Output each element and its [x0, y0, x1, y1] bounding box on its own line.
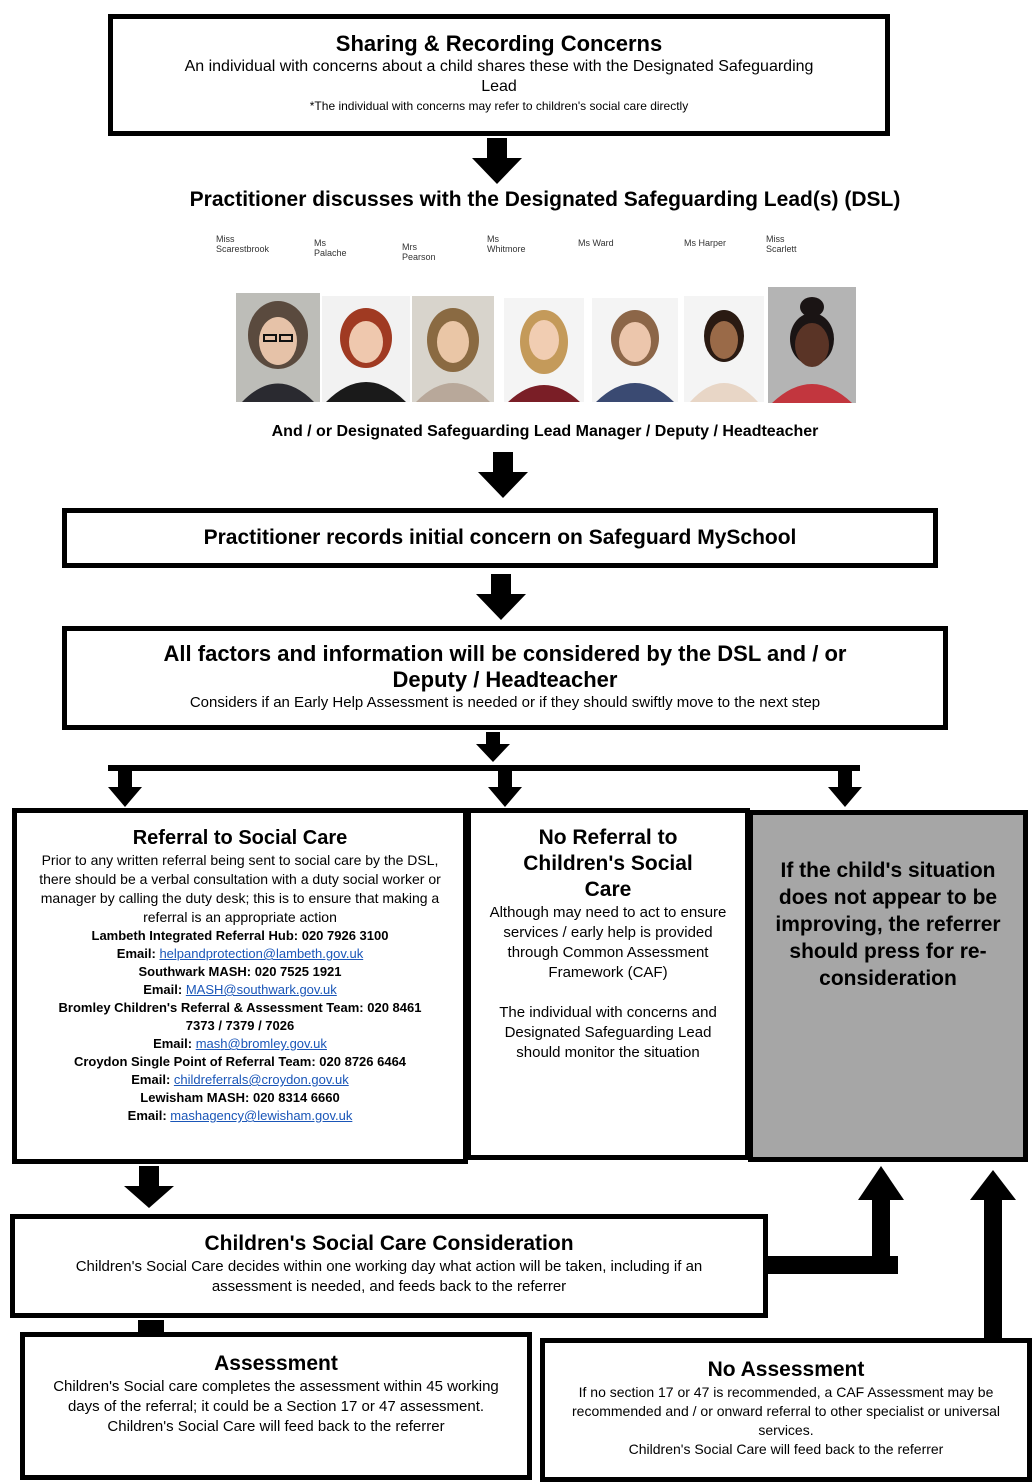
lambeth-email-link[interactable]: helpandprotection@lambeth.gov.uk: [159, 946, 364, 961]
down-arrow-2: [478, 452, 528, 498]
factors-title: All factors and information will be cons…: [163, 641, 847, 692]
branch-arrow-middle: [488, 765, 522, 807]
dsl-photo-4: [504, 298, 584, 402]
dsl-heading: Practitioner discusses with the Designat…: [189, 188, 901, 211]
dsl-name-7-line2: Scarlett: [766, 244, 797, 254]
sharing-concerns-title: Sharing & Recording Concerns: [335, 31, 663, 56]
reconsideration-box: If the child's situation does not appear…: [748, 810, 1028, 1162]
southwark-email-row: Email: MASH@southwark.gov.uk: [31, 981, 449, 999]
dsl-photo-5: [592, 298, 678, 402]
reconsideration-text: If the child's situation does not appear…: [775, 859, 1001, 990]
dsl-name-3-line2: Pearson: [402, 252, 436, 262]
no-assessment-title: No Assessment: [707, 1358, 865, 1381]
up-arrow-reconsider-1: [858, 1166, 904, 1200]
factors-box: All factors and information will be cons…: [62, 626, 948, 730]
no-assessment-box: No Assessment If no section 17 or 47 is …: [540, 1338, 1032, 1482]
croydon-contact: Croydon Single Point of Referral Team: 0…: [73, 1054, 407, 1069]
no-referral-body1: Although may need to act to ensure servi…: [489, 904, 727, 981]
no-referral-body2: The individual with concerns and Designa…: [499, 1004, 717, 1061]
down-arrow-3: [476, 574, 526, 620]
dsl-name-6-line1: Ms Harper: [684, 238, 727, 248]
no-referral-box: No Referral to Children's Social Care Al…: [466, 808, 750, 1160]
down-arrow-referral: [124, 1166, 174, 1208]
email-label: Email:: [153, 1036, 193, 1051]
referral-social-care-box: Referral to Social Care Prior to any wri…: [12, 808, 468, 1164]
down-arrow-1: [472, 138, 522, 184]
dsl-photo-6: [684, 296, 764, 402]
branch-arrow-left: [108, 765, 142, 807]
up-arrow-reconsider-2: [970, 1170, 1016, 1200]
bromley-email-row: Email: mash@bromley.gov.uk: [31, 1035, 449, 1053]
dsl-name-1-line2: Scarestbrook: [216, 244, 270, 254]
assessment-title: Assessment: [214, 1352, 338, 1375]
csc-to-reconsider-line-h: [766, 1256, 898, 1274]
branch-line: [108, 765, 860, 771]
factors-body: Considers if an Early Help Assessment is…: [189, 694, 821, 711]
csc-consideration-body: Children's Social Care decides within on…: [75, 1258, 703, 1295]
no-referral-title: No Referral to Children's Social Care: [523, 826, 693, 901]
dsl-name-1-line1: Miss: [216, 234, 235, 244]
dsl-name-4-line2: Whitmore: [487, 244, 526, 254]
dsl-name-6: Ms Harper: [684, 238, 726, 248]
email-label: Email:: [116, 946, 156, 961]
lewisham-email-link[interactable]: mashagency@lewisham.gov.uk: [170, 1108, 353, 1123]
bromley-contact: Bromley Children's Referral & Assessment…: [58, 1000, 422, 1033]
lambeth-email-row: Email: helpandprotection@lambeth.gov.uk: [31, 945, 449, 963]
dsl-name-7-line1: Miss: [766, 234, 785, 244]
lewisham-contact: Lewisham MASH: 020 8314 6660: [140, 1090, 340, 1105]
noassessment-to-reconsider-line: [984, 1196, 1002, 1340]
csc-consideration-box: Children's Social Care Consideration Chi…: [10, 1214, 768, 1318]
sharing-concerns-text: An individual with concerns about a chil…: [184, 58, 814, 95]
croydon-email-row: Email: childreferrals@croydon.gov.uk: [31, 1071, 449, 1089]
croydon-email-link[interactable]: childreferrals@croydon.gov.uk: [173, 1072, 349, 1087]
dsl-photo-7: [768, 287, 856, 403]
email-label: Email:: [143, 982, 183, 997]
assessment-body: Children's Social care completes the ass…: [53, 1378, 499, 1415]
assessment-feedback: Children's Social Care will feed back to…: [107, 1418, 445, 1435]
csc-consideration-title: Children's Social Care Consideration: [204, 1232, 574, 1255]
no-assessment-feedback: Children's Social Care will feed back to…: [628, 1441, 944, 1457]
lewisham-email-row: Email: mashagency@lewisham.gov.uk: [31, 1107, 449, 1125]
dsl-name-3-line1: Mrs: [402, 242, 417, 252]
referral-intro: Prior to any written referral being sent…: [39, 852, 441, 925]
southwark-email-link[interactable]: MASH@southwark.gov.uk: [185, 982, 337, 997]
bromley-email-link[interactable]: mash@bromley.gov.uk: [195, 1036, 327, 1051]
down-arrow-4: [476, 732, 510, 762]
records-concern-title: Practitioner records initial concern on …: [203, 526, 797, 549]
sharing-concerns-note: *The individual with concerns may refer …: [309, 99, 689, 113]
dsl-photo-3: [412, 296, 494, 402]
southwark-contact: Southwark MASH: 020 7525 1921: [138, 964, 342, 979]
dsl-name-4-line1: Ms: [487, 234, 499, 244]
lambeth-contact: Lambeth Integrated Referral Hub: 020 792…: [91, 928, 389, 943]
email-label: Email:: [131, 1072, 171, 1087]
no-assessment-body: If no section 17 or 47 is recommended, a…: [572, 1384, 1000, 1438]
dsl-photo-2: [322, 296, 410, 402]
dsl-name-5-line1: Ms Ward: [578, 238, 614, 248]
records-concern-box: Practitioner records initial concern on …: [62, 508, 938, 568]
dsl-photo-1: [236, 293, 320, 402]
branch-arrow-right: [828, 765, 862, 807]
csc-to-reconsider-line-v: [872, 1196, 890, 1274]
referral-title: Referral to Social Care: [132, 827, 348, 849]
dsl-name-2-line1: Ms: [314, 238, 326, 248]
email-label: Email:: [127, 1108, 167, 1123]
dsl-name-5: Ms Ward: [578, 238, 614, 248]
dsl-name-2-line2: Palache: [314, 248, 347, 258]
assessment-box: Assessment Children's Social care comple…: [20, 1332, 532, 1480]
and-or-text: And / or Designated Safeguarding Lead Ma…: [271, 423, 819, 440]
sharing-concerns-box: Sharing & Recording Concerns An individu…: [108, 14, 890, 136]
